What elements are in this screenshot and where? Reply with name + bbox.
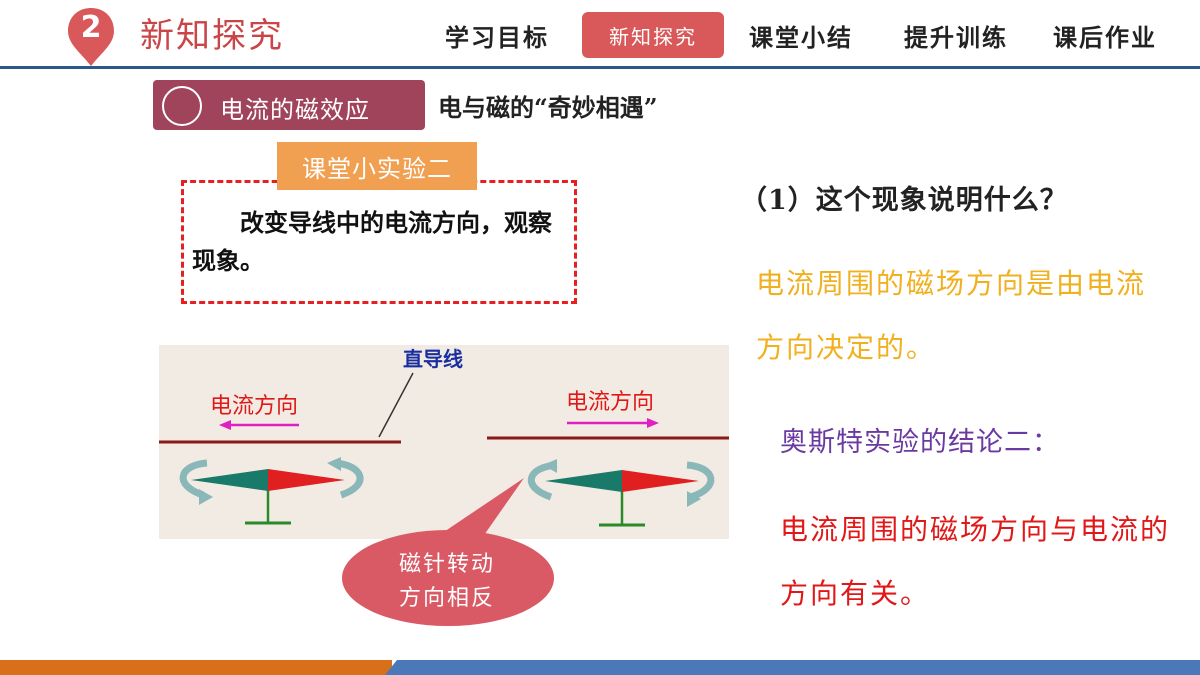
nav-tab-explore[interactable]: 新知探究 bbox=[582, 12, 724, 58]
compass-wire-diagram bbox=[159, 372, 729, 527]
callout-bubble bbox=[342, 478, 554, 626]
callout-text: 磁针转动 方向相反 bbox=[372, 548, 522, 616]
nav-tab-summary[interactable]: 课堂小结 bbox=[749, 22, 853, 52]
wire-label: 直导线 bbox=[403, 347, 463, 371]
question-text: （1）这个现象说明什么？ bbox=[740, 185, 1068, 216]
nav-tab-goals[interactable]: 学习目标 bbox=[445, 22, 549, 52]
topic-circle-icon bbox=[162, 86, 202, 126]
header-divider bbox=[0, 66, 1200, 69]
current-direction-label-right: 电流方向 bbox=[566, 390, 655, 415]
callout-line-2: 方向相反 bbox=[398, 586, 495, 611]
footer-band-orange bbox=[0, 660, 392, 675]
conclusion-title: 奥斯特实验的结论二： bbox=[780, 427, 1060, 458]
answer-text-1: 电流周围的磁场方向是由电流方向决定的。 bbox=[756, 267, 1147, 364]
section-title: 新知探究 bbox=[140, 16, 284, 56]
current-direction-label-left: 电流方向 bbox=[210, 394, 299, 419]
footer-band-blue bbox=[385, 660, 1200, 675]
callout-line-1: 磁针转动 bbox=[398, 552, 495, 577]
topic-label: 电流的磁效应 bbox=[220, 96, 370, 124]
topic-description: 电与磁的“奇妙相遇” bbox=[438, 93, 658, 122]
experiment-text: 改变导线中的电流方向，观察现象。 bbox=[192, 208, 552, 275]
section-number: 2 bbox=[80, 10, 102, 45]
section-badge-icon bbox=[68, 8, 114, 66]
nav-tab-homework[interactable]: 课后作业 bbox=[1053, 22, 1157, 52]
nav-tab-training[interactable]: 提升训练 bbox=[904, 22, 1008, 52]
experiment-tag: 课堂小实验二 bbox=[277, 142, 477, 190]
answer-text-2: 电流周围的磁场方向与电流的方向有关。 bbox=[780, 513, 1171, 610]
